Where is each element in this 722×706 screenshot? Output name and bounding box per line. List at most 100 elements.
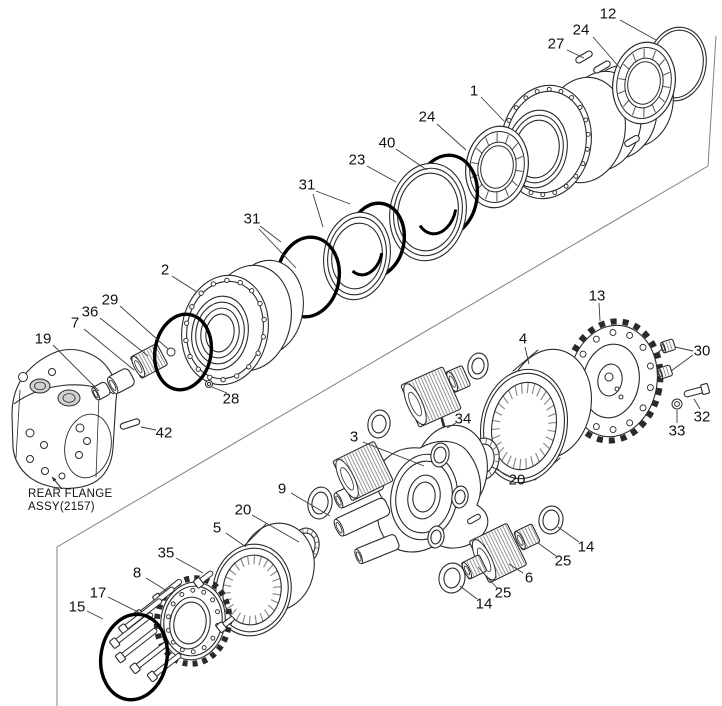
part-drain-plug-28 — [205, 380, 213, 388]
part-label-25r: 25 — [537, 542, 572, 570]
part-seal-ring-23 — [389, 162, 467, 262]
part-number-13: 13 — [589, 288, 606, 305]
part-label-9: 9 — [278, 481, 331, 517]
part-washer-b — [367, 409, 391, 439]
part-number-24l: 24 — [419, 109, 436, 126]
part-washer-9 — [307, 486, 333, 520]
part-label-19: 19 — [35, 331, 100, 392]
part-ring-gear-5-side-top — [242, 523, 267, 548]
part-number-4: 4 — [519, 331, 527, 348]
part-label-15: 15 — [69, 599, 104, 620]
part-label-25b: 25 — [477, 566, 511, 602]
part-number-6: 6 — [525, 570, 533, 587]
part-cover-13-hub — [597, 363, 623, 397]
part-shaft-7 — [130, 343, 168, 379]
part-number-25r: 25 — [555, 553, 572, 570]
part-needle-bearing-25r — [513, 523, 541, 551]
part-label-17: 17 — [90, 585, 143, 615]
part-carrier-lug-b — [451, 485, 469, 509]
part-label-35: 35 — [158, 545, 204, 574]
part-rf-hole5 — [75, 451, 83, 459]
sheet-border — [56, 35, 717, 706]
part-label-2: 2 — [161, 262, 198, 293]
part-number-1: 1 — [470, 83, 478, 100]
part-oring-40-arc — [414, 176, 458, 236]
part-number-3: 3 — [350, 429, 358, 446]
part-bolt-35 — [193, 570, 214, 589]
part-number-34: 34 — [455, 411, 472, 428]
part-stud-b — [624, 134, 640, 148]
part-number-17: 17 — [90, 585, 107, 602]
part-number-5: 5 — [213, 520, 221, 537]
part-planet-gear-b — [332, 441, 394, 501]
part-rf-hole4 — [83, 437, 91, 445]
part-number-36: 36 — [82, 304, 99, 321]
part-label-28: 28 — [211, 386, 240, 408]
part-carrier-lug-a — [430, 442, 450, 468]
part-rear-flange-edge1 — [15, 389, 21, 459]
part-label-40: 40 — [379, 135, 428, 171]
part-label-36: 36 — [82, 304, 149, 357]
part-bearing-24-upper — [612, 41, 676, 125]
part-number-32: 32 — [694, 409, 711, 426]
part-rear-flange-body — [11, 349, 118, 489]
part-rf-hole9 — [41, 467, 49, 475]
part-ring-gear-5-bore — [222, 554, 282, 626]
part-oring-15 — [98, 612, 170, 702]
part-number-28: 28 — [223, 391, 240, 408]
part-carrier-pin-c — [354, 534, 400, 565]
part-plug-30b — [657, 364, 673, 380]
part-washer-a — [467, 352, 489, 380]
part-rf-hole10 — [58, 472, 66, 480]
part-pin-17-5 — [115, 627, 158, 664]
part-ring-gear-4-teeth — [491, 382, 557, 470]
part-ring-gear-4-side-top — [512, 349, 539, 372]
part-label-34: 34 — [446, 411, 472, 429]
part-cover-13-c1 — [604, 372, 614, 382]
part-label-33: 33 — [669, 410, 686, 440]
part-needle-bearing-a — [445, 365, 471, 393]
part-number-27: 27 — [548, 36, 565, 53]
part-label-32: 32 — [693, 398, 711, 426]
part-label-20r: 20 — [491, 466, 525, 489]
part-rf-hole1 — [18, 372, 28, 382]
part-gear-6-stub — [461, 554, 487, 580]
part-label-12: 12 — [600, 6, 657, 41]
part-number-31u: 31 — [299, 177, 316, 194]
part-number-12: 12 — [600, 6, 617, 23]
caption-line-1: REAR FLANGE — [28, 488, 112, 500]
part-drain-plug-28-inner — [206, 381, 212, 387]
part-number-24u: 24 — [573, 22, 590, 39]
part-number-15: 15 — [69, 599, 86, 616]
part-label-7: 7 — [71, 315, 135, 371]
part-number-7: 7 — [71, 315, 79, 332]
part-label-31u: 31 — [299, 177, 351, 228]
part-rf-hole6 — [25, 428, 35, 438]
part-pin-b — [467, 513, 481, 525]
part-bearing-24-lower — [465, 125, 529, 209]
part-label-14r: 14 — [557, 526, 594, 556]
part-number-42: 42 — [156, 425, 173, 442]
part-label-23: 23 — [349, 152, 397, 183]
part-number-31l: 31 — [244, 211, 261, 228]
part-seal-ring-31 — [323, 211, 391, 301]
part-sleeve-36 — [107, 368, 135, 395]
part-label-20l: 20 — [235, 502, 300, 543]
part-label-24l: 24 — [419, 109, 467, 151]
part-number-33: 33 — [669, 423, 686, 440]
part-cover-13-c2 — [614, 386, 620, 392]
exploded-parts — [11, 26, 710, 702]
part-ball-29 — [166, 347, 176, 357]
part-hub-8-inner — [169, 596, 211, 650]
part-label-13: 13 — [589, 288, 606, 322]
part-ring-gear-5-teeth — [222, 555, 282, 625]
part-number-40: 40 — [379, 135, 396, 152]
part-label-31l: 31 — [244, 211, 297, 269]
part-label-42: 42 — [140, 425, 173, 442]
part-label-5: 5 — [213, 520, 247, 548]
part-bolt-32 — [683, 383, 710, 398]
part-label-8: 8 — [133, 565, 168, 592]
part-nut-33 — [671, 398, 683, 410]
